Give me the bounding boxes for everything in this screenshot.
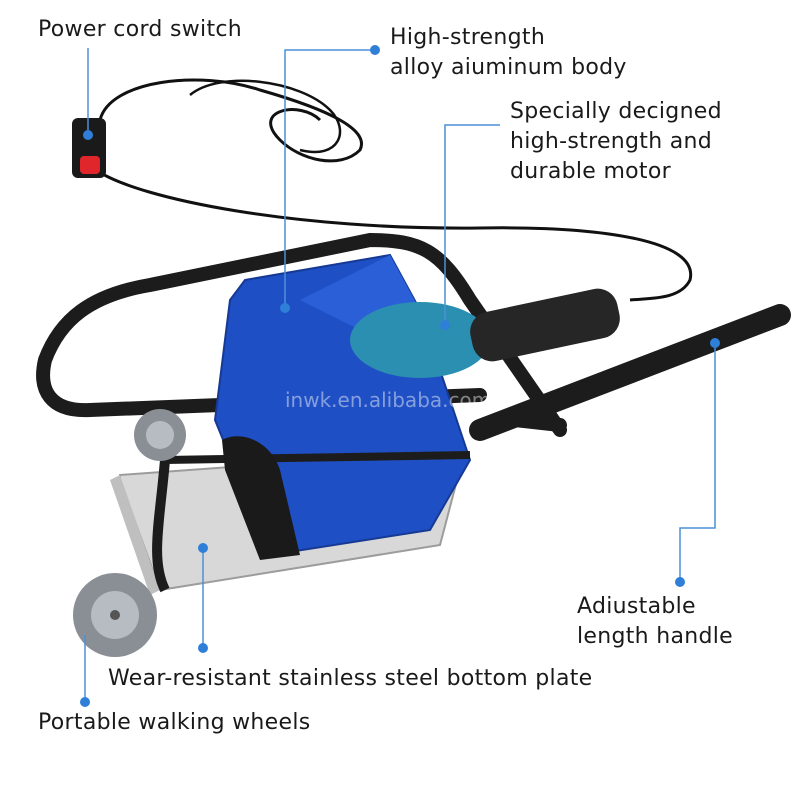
callout-motor-line1: Specially decigned <box>510 99 722 124</box>
power-cord <box>95 168 693 302</box>
callout-power-cord-switch: Power cord switch <box>38 17 243 42</box>
callout-wheels: Portable walking wheels <box>38 710 311 735</box>
callout-bottom-plate: Wear-resistant stainless steel bottom pl… <box>108 666 593 691</box>
motor-grip <box>470 288 620 362</box>
callout-body-line2: alloy aiuminum body <box>390 55 627 80</box>
watermark: inwk.en.alibaba.com <box>285 388 492 412</box>
callout-handle-line1: Adiustable <box>577 594 696 619</box>
side-bracket <box>222 436 300 560</box>
callout-body-line1: High-strength <box>390 25 546 50</box>
cord-coil <box>98 78 363 163</box>
frame-loop <box>36 232 567 437</box>
adjustable-handle <box>469 304 791 441</box>
frame-front-bar <box>152 459 170 593</box>
motor-body <box>350 302 490 378</box>
callout-handle-line2: length handle <box>577 624 733 649</box>
callout-motor-line2: high-strength and <box>510 129 713 154</box>
switch-red-button <box>80 156 100 174</box>
callout-motor-line3: durable motor <box>510 159 671 184</box>
